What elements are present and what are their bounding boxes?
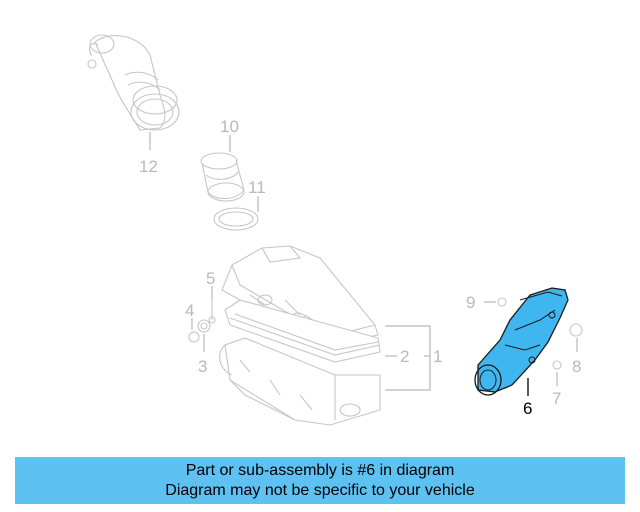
part-9-clip (497, 297, 507, 307)
callout-1[interactable]: 1 (433, 347, 442, 366)
part-1-air-cleaner (219, 245, 381, 426)
part-6-air-duct (474, 287, 569, 396)
callout-11[interactable]: 11 (248, 178, 266, 197)
callout-3[interactable]: 3 (198, 357, 207, 376)
callout-4[interactable]: 4 (185, 301, 194, 320)
part-10-adapter (200, 152, 245, 202)
callout-5[interactable]: 5 (206, 269, 215, 288)
part-4-grommet (188, 331, 200, 343)
info-banner: Part or sub-assembly is #6 in diagram Di… (15, 457, 625, 504)
part-7-nut (552, 360, 562, 370)
callout-6[interactable]: 6 (523, 399, 532, 418)
part-8-grommet (569, 323, 583, 337)
callout-10[interactable]: 10 (220, 117, 239, 136)
callout-2[interactable]: 2 (400, 347, 409, 366)
part-11-seal (213, 207, 259, 231)
callout-8[interactable]: 8 (572, 357, 581, 376)
banner-line-2: Diagram may not be specific to your vehi… (165, 482, 475, 499)
part-3-mount (197, 319, 211, 333)
part-5-bolt (208, 300, 216, 324)
parts-diagram: 12 10 11 5 4 3 2 1 9 6 8 7 (87, 34, 583, 426)
callout-12[interactable]: 12 (139, 157, 158, 176)
callout-7[interactable]: 7 (552, 389, 561, 408)
part-12-intake-hose (87, 34, 180, 131)
banner-line-1: Part or sub-assembly is #6 in diagram (185, 462, 455, 479)
leader-1 (385, 325, 431, 391)
callout-9[interactable]: 9 (466, 293, 475, 312)
